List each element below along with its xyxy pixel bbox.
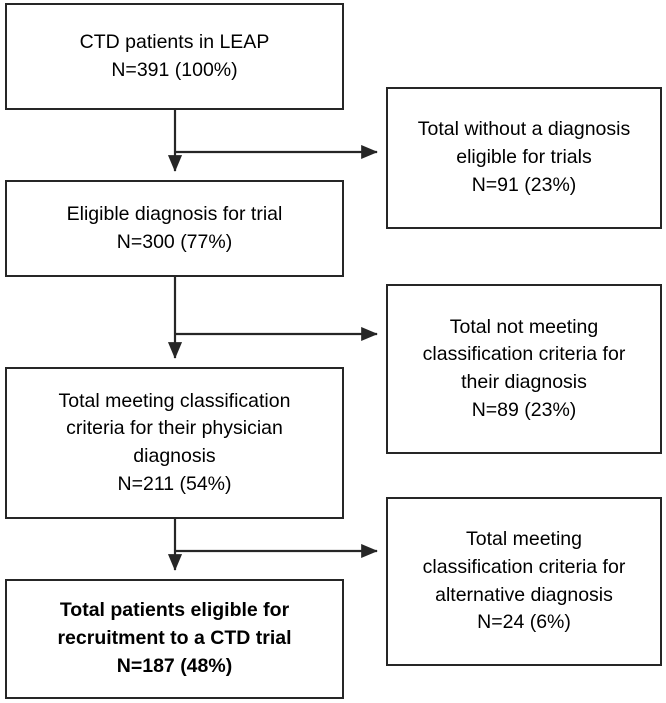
node-meeting-classification: Total meeting classification criteria fo… <box>5 367 344 519</box>
node-not-meeting-classification: Total not meeting classification criteri… <box>386 284 662 454</box>
node-without-diagnosis-line-1: Total without a diagnosis <box>417 118 631 141</box>
node-eligible-recruitment-line-2: recruitment to a CTD trial <box>57 627 292 650</box>
node-without-diagnosis-line-3: N=91 (23%) <box>471 173 577 196</box>
node-meeting-classification-line-3: diagnosis <box>133 445 216 467</box>
node-eligible-recruitment-line-1: Total patients eligible for <box>59 599 290 622</box>
node-without-diagnosis-line-2: eligible for trials <box>456 146 592 169</box>
node-alternative-diagnosis-line-3: alternative diagnosis <box>435 583 613 606</box>
node-eligible-diagnosis: Eligible diagnosis for trial N=300 (77%) <box>5 180 344 277</box>
node-alternative-diagnosis: Total meeting classification criteria fo… <box>386 497 662 666</box>
node-ctd-patients-line-2: N=391 (100%) <box>111 58 238 81</box>
node-eligible-diagnosis-line-1: Eligible diagnosis for trial <box>66 202 283 225</box>
node-eligible-recruitment-line-3: N=187 (48%) <box>116 654 233 677</box>
node-meeting-classification-line-2: criteria for their physician <box>66 417 283 440</box>
node-eligible-recruitment: Total patients eligible for recruitment … <box>5 579 344 699</box>
node-meeting-classification-line-1: Total meeting classification <box>58 389 291 412</box>
node-meeting-classification-line-4: N=211 (54%) <box>117 472 232 495</box>
node-alternative-diagnosis-line-1: Total meeting <box>466 528 582 551</box>
node-ctd-patients-line-1: CTD patients in LEAP <box>79 30 270 53</box>
node-alternative-diagnosis-line-4: N=24 (6%) <box>477 611 571 634</box>
node-eligible-diagnosis-line-2: N=300 (77%) <box>116 230 233 253</box>
node-without-diagnosis: Total without a diagnosis eligible for t… <box>386 87 662 229</box>
node-not-meeting-classification-line-2: classification criteria for <box>422 343 626 366</box>
node-alternative-diagnosis-line-2: classification criteria for <box>422 555 626 578</box>
node-not-meeting-classification-line-1: Total not meeting <box>449 315 599 338</box>
node-not-meeting-classification-line-3: their diagnosis <box>461 371 587 393</box>
node-ctd-patients: CTD patients in LEAP N=391 (100%) <box>5 3 344 110</box>
node-not-meeting-classification-line-4: N=89 (23%) <box>471 398 577 421</box>
